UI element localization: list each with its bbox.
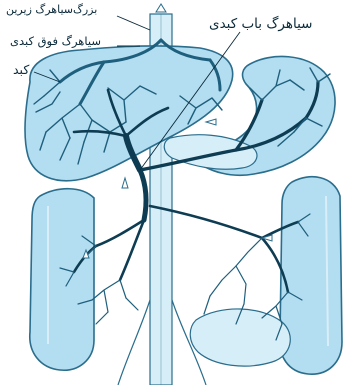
label-hepatic-veins: سیاهرگ فوق کبدی xyxy=(10,36,101,48)
label-liver: کبد xyxy=(13,64,29,77)
ivc-top-arrow xyxy=(156,4,166,12)
ascending-colon xyxy=(30,189,94,370)
lower-intestine xyxy=(190,309,290,366)
label-portal-vein: سیاهرگ باب کبدی xyxy=(209,18,312,32)
label-inferior-vena-cava: بزرگ‌سیاهرگ زیرین xyxy=(6,4,97,15)
